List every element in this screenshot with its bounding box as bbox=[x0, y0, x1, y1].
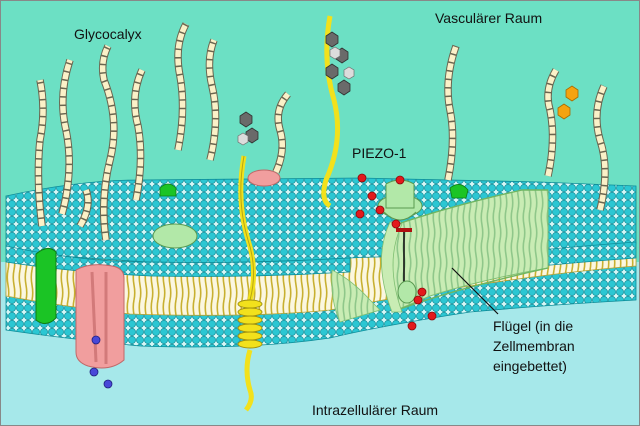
glycocalyx-label: Glycocalyx bbox=[74, 26, 142, 42]
green-protein-left bbox=[35, 248, 57, 324]
wing-label-line-2: Zellmembran bbox=[493, 338, 575, 354]
wing-label: Flügel (in die Zellmembran eingebettet) bbox=[493, 316, 575, 376]
wing-pointer bbox=[451, 267, 499, 315]
yellow-glycoprotein bbox=[321, 15, 341, 209]
intracellular-space-label: Intrazellulärer Raum bbox=[312, 402, 439, 418]
vascular-space-label: Vasculärer Raum bbox=[435, 10, 543, 26]
yellow-transmembrane-protein bbox=[237, 155, 263, 412]
red-ions bbox=[355, 173, 437, 331]
blue-ions bbox=[89, 335, 113, 389]
wing-label-line-1: Flügel (in die bbox=[493, 318, 574, 334]
wing-label-line-3: eingebettet) bbox=[493, 358, 567, 374]
piezo1-label: PIEZO-1 bbox=[352, 145, 407, 161]
pink-channel-protein bbox=[75, 264, 125, 369]
